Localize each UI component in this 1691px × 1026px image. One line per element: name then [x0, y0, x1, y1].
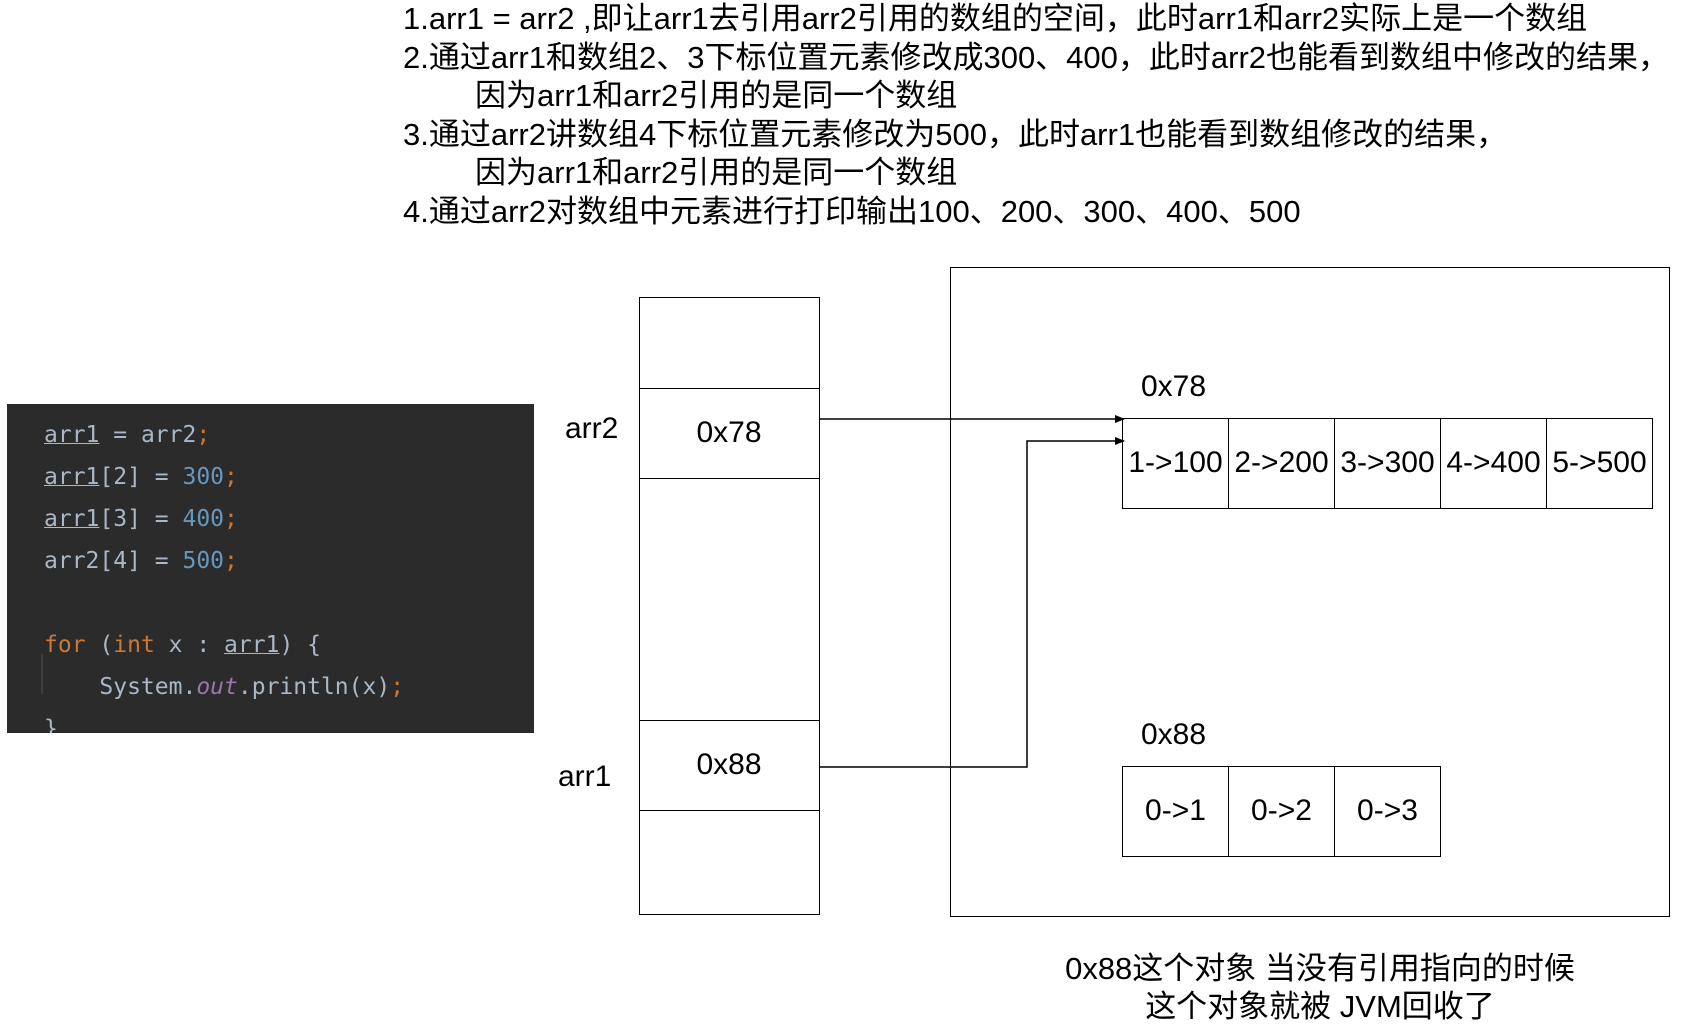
note-4: 4.通过arr2对数组中元素进行打印输出100、200、300、400、500 — [403, 193, 1301, 229]
array-cell: 2->200 — [1229, 418, 1335, 509]
code-line-assign: arr1 = arr2; — [44, 422, 211, 448]
stack-cell-arr1: 0x88 — [638, 720, 820, 811]
code-line-for: for (int x : arr1) { — [44, 632, 321, 658]
array-cell: 3->300 — [1335, 418, 1441, 509]
code-line-arr2-4: arr2[4] = 500; — [44, 548, 238, 574]
explanation-notes: 1.arr1 = arr2 ,即让arr1去引用arr2引用的数组的空间，此时a… — [403, 0, 1683, 231]
stack-frame: 0x78 0x88 — [638, 297, 820, 915]
code-line-close-brace: } — [44, 716, 58, 733]
heap-array-0x78: 1->100 2->200 3->300 4->400 5->500 — [1122, 418, 1653, 509]
stack-label-arr1: arr1 — [558, 760, 612, 793]
code-line-blank — [44, 582, 534, 624]
note-2: 2.通过arr1和数组2、3下标位置元素修改成300、400，此时arr2也能看… — [403, 39, 1670, 75]
note-2-continued: 因为arr1和arr2引用的是同一个数组 — [475, 78, 958, 113]
array-cell: 0->3 — [1335, 766, 1441, 857]
array-cell: 5->500 — [1547, 418, 1653, 509]
array-cell: 4->400 — [1441, 418, 1547, 509]
array-cell: 1->100 — [1123, 418, 1229, 509]
note-3-continued: 因为arr1和arr2引用的是同一个数组 — [475, 155, 958, 190]
gc-note: 0x88这个对象 当没有引用指向的时候 这个对象就被 JVM回收了 — [1000, 950, 1640, 1026]
note-1: 1.arr1 = arr2 ,即让arr1去引用arr2引用的数组的空间，此时a… — [403, 1, 1588, 36]
stack-cell-arr2: 0x78 — [638, 388, 820, 479]
array-cell: 0->1 — [1123, 766, 1229, 857]
gc-note-line-2: 这个对象就被 JVM回收了 — [1145, 989, 1495, 1024]
heap-address-0x88: 0x88 — [1141, 718, 1207, 751]
indent-guide — [41, 654, 43, 694]
array-cell: 0->2 — [1229, 766, 1335, 857]
stack-label-arr2: arr2 — [565, 412, 619, 445]
gc-note-line-1: 0x88这个对象 当没有引用指向的时候 — [1065, 951, 1575, 986]
code-line-arr1-3: arr1[3] = 400; — [44, 506, 238, 532]
heap-array-0x88: 0->1 0->2 0->3 — [1122, 766, 1441, 857]
heap-address-0x78: 0x78 — [1141, 370, 1207, 403]
note-3: 3.通过arr2讲数组4下标位置元素修改为500，此时arr1也能看到数组修改的… — [403, 116, 1508, 152]
code-line-println: System.out.println(x); — [99, 674, 405, 700]
code-snippet-panel: arr1 = arr2; arr1[2] = 300; arr1[3] = 40… — [7, 404, 534, 733]
code-line-arr1-2: arr1[2] = 300; — [44, 464, 238, 490]
